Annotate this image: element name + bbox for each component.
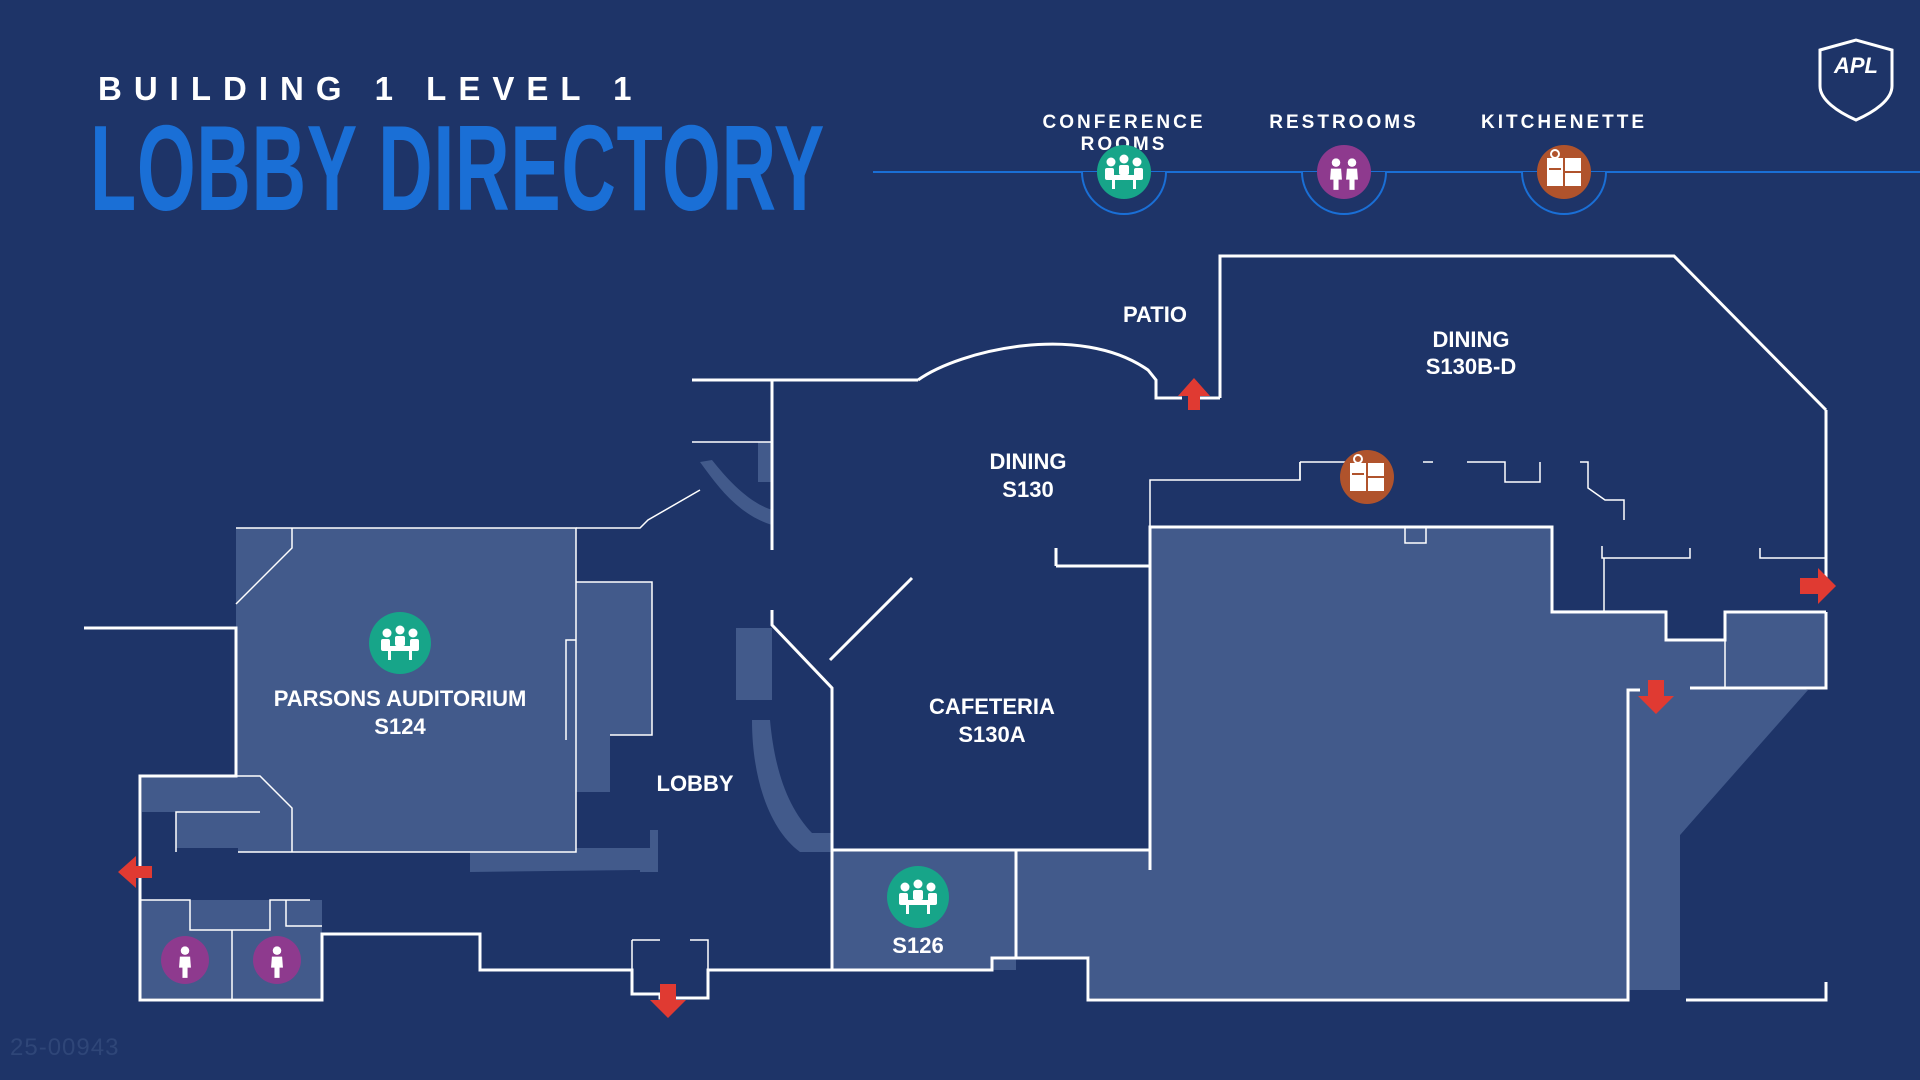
apl-logo: APL (1818, 38, 1894, 122)
room-label-auditorium-number: S124 (374, 714, 426, 739)
room-label-cafeteria-name: CAFETERIA (929, 694, 1055, 719)
room-label-cafeteria-number: S130A (958, 722, 1025, 747)
lobby-curve-north (700, 460, 772, 525)
legend-bar (873, 171, 1920, 215)
kitchenette-icon (1340, 450, 1394, 504)
room-label-auditorium-name: PARSONS AUDITORIUM (274, 686, 527, 711)
page-title: LOBBY DIRECTORY (90, 100, 825, 236)
room-label-dining-number: S130 (1002, 477, 1053, 502)
restroom-icon (161, 936, 209, 984)
exit-arrow-southeast (1638, 680, 1674, 714)
south-east-corridor (1630, 690, 1808, 990)
thin-walls (140, 441, 1826, 1000)
room-label-dining-name: DINING (990, 449, 1067, 474)
auditorium-room (142, 528, 576, 852)
exit-arrow-west (118, 856, 152, 888)
exit-arrow-patio (1178, 378, 1210, 410)
room-label-lobby: LOBBY (657, 771, 734, 796)
restroom-icon (1317, 145, 1371, 199)
exit-arrow-east (1800, 568, 1836, 604)
room-label-patio: PATIO (1123, 302, 1187, 327)
restroom-icon (253, 936, 301, 984)
legend-label-restrooms: RESTROOMS (1269, 112, 1419, 133)
room-label-conference-number: S126 (892, 933, 943, 958)
kitchenette-icon (1537, 145, 1591, 199)
lobby-curve (752, 720, 832, 852)
legend-label-conference-rooms: CONFERENCE ROOMS (1042, 112, 1206, 155)
document-number: 25-00943 (10, 1034, 120, 1061)
walls (84, 254, 1828, 1002)
large-east-room (1016, 527, 1826, 998)
conference-room-icon (369, 612, 431, 674)
lobby-pillar-2 (758, 442, 772, 482)
building-level-subtitle: BUILDING 1 LEVEL 1 (98, 70, 644, 107)
room-label-dining-b-number: S130B-D (1426, 354, 1516, 379)
dining-alcove (470, 830, 658, 872)
lobby-pillar-1 (736, 628, 772, 700)
conference-room-icon (1097, 145, 1151, 199)
conference-room-icon (887, 866, 949, 928)
svg-text:APL: APL (1833, 53, 1878, 78)
legend-label-kitchenette: KITCHENETTE (1481, 112, 1647, 133)
exit-arrow-south (650, 984, 686, 1018)
room-label-dining-b-name: DINING (1433, 327, 1510, 352)
stage-block (576, 582, 652, 792)
exit-arrows (118, 378, 1836, 1018)
